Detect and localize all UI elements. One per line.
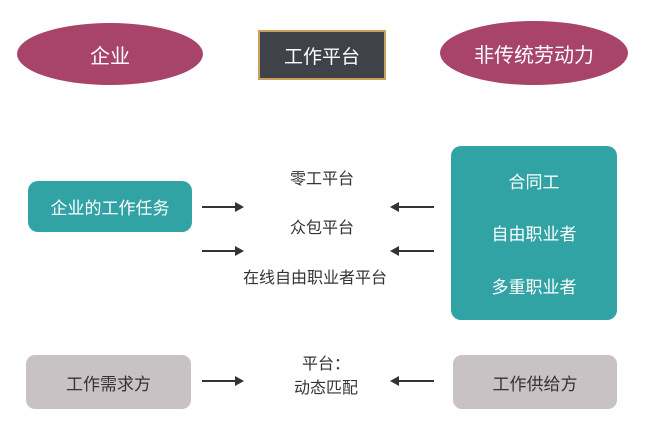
platform-freelancer: 在线自由职业者平台 [243,264,387,288]
platform-matching-line1: 平台： [301,354,350,373]
arrow-workers-to-platform-1 [390,202,434,212]
nontraditional-labor-label: 非传统劳动力 [474,42,594,67]
platform-matching: 平台： 动态匹配 [286,352,366,400]
work-supply-box: 工作供给方 [453,355,617,409]
nontraditional-labor-ellipse: 非传统劳动力 [440,21,628,85]
arrow-supply-to-platform [390,376,434,386]
platform-matching-line2: 动态匹配 [293,378,358,397]
enterprise-tasks-label: 企业的工作任务 [50,199,170,219]
work-demand-label: 工作需求方 [66,374,151,395]
enterprise-label: 企业 [90,43,130,68]
arrow-tasks-to-platform-2 [202,246,244,256]
arrow-demand-to-platform [202,376,244,386]
platform-title: 工作平台 [283,45,360,68]
worker-multi-job: 多重职业者 [491,278,577,299]
work-demand-box: 工作需求方 [26,355,191,409]
work-supply-label: 工作供给方 [492,374,578,395]
enterprise-tasks-box: 企业的工作任务 [28,181,192,232]
platform-gig: 零工平台 [290,165,354,189]
workers-box: 合同工 自由职业者 多重职业者 [451,146,617,320]
platform-crowdsourcing: 众包平台 [290,214,354,238]
enterprise-ellipse: 企业 [17,23,203,85]
platform-crowdsourcing-label: 众包平台 [290,218,355,237]
arrow-workers-to-platform-2 [390,246,434,256]
worker-freelancer: 自由职业者 [491,225,577,246]
platform-title-box: 工作平台 [258,30,386,80]
arrow-tasks-to-platform-1 [202,202,244,212]
worker-contract: 合同工 [508,172,560,193]
platform-freelancer-label: 在线自由职业者平台 [243,268,388,287]
platform-gig-label: 零工平台 [290,169,355,188]
